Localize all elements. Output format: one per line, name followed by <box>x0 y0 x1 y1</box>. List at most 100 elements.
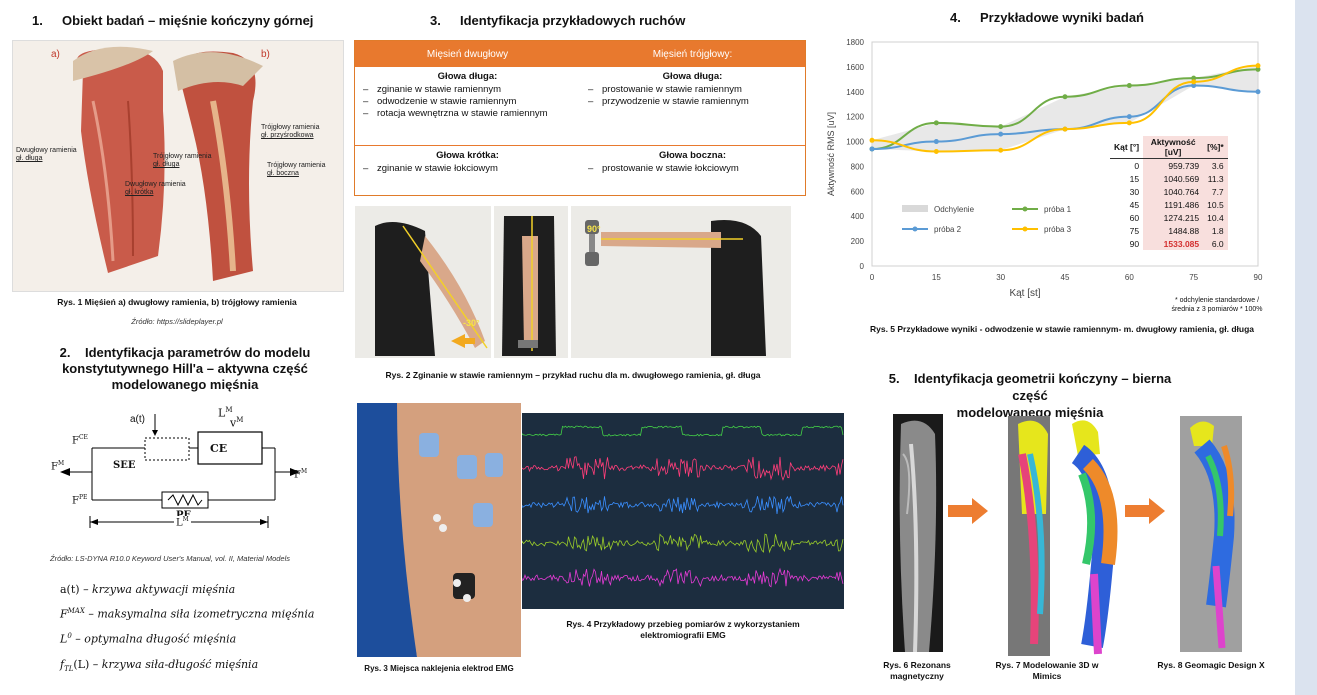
label-activation: a(t) <box>130 414 145 425</box>
label-see: SEE <box>113 460 136 471</box>
cell-activity: 1040.569 <box>1143 172 1204 185</box>
table-footnote: * odchylenie standardowe /średnia z 3 po… <box>1171 297 1263 313</box>
y-tick-label: 1200 <box>846 113 864 122</box>
hill-model-source: Źródło: LS-DYNA R10.0 Keyword User's Man… <box>50 554 290 563</box>
x-tick-label: 30 <box>996 273 1005 282</box>
cell-percent: 10.5 <box>1203 198 1228 211</box>
label-b: b) <box>261 49 270 60</box>
hill-model-diagram: a(t) LM vM FCE CE SEE FM FM FPE PE LM <box>50 400 320 540</box>
legend-label: Odchylenie <box>934 205 975 214</box>
cell-percent: 3.6 <box>1203 158 1228 172</box>
section-number: 4. <box>950 10 961 25</box>
cell-angle: 90 <box>1129 238 1140 249</box>
y-tick-label: 400 <box>851 212 865 221</box>
deviation-band <box>872 65 1258 152</box>
figure-2-caption: Rys. 2 Zginanie w stawie ramiennym – prz… <box>385 370 761 380</box>
photo-neutral <box>494 206 568 358</box>
cell-angle: 45 <box>1129 199 1140 210</box>
label-fm-left: FM <box>51 460 65 473</box>
photo-flexion-minus30: -30° <box>355 206 491 358</box>
label-lm-bottom: LM <box>174 516 191 529</box>
data-point <box>998 147 1004 153</box>
legend-marker <box>1022 206 1028 212</box>
figure-4-caption: Rys. 4 Przykładowy przebieg pomiarów z w… <box>566 619 800 640</box>
data-point <box>1062 126 1068 132</box>
figure-8-caption: Rys. 8 Geomagic Design X <box>1157 660 1265 670</box>
data-point <box>1255 63 1261 69</box>
label-fce: FCE <box>72 434 88 447</box>
section-5-heading: 5. Identyfikacja geometrii kończyny – bi… <box>888 371 1172 420</box>
section-title: Przykładowe wyniki badań <box>980 10 1144 25</box>
emg-trace <box>521 533 844 554</box>
header-triceps: Mięsień trójgłowy: <box>652 48 733 60</box>
legend-label: próba 3 <box>1044 225 1072 234</box>
label-vm: vM <box>230 416 244 430</box>
data-point <box>1062 94 1068 100</box>
emg-trace <box>521 567 844 588</box>
data-point <box>1255 89 1261 95</box>
legend-marker <box>912 226 918 232</box>
cell-triceps-lateral: Głowa boczna: prostowanie w stawie łokci… <box>580 146 805 190</box>
cell-biceps-long: Głowa długa: zginanie w stawie ramiennym… <box>355 67 580 145</box>
col-angle: Kąt [°] <box>1110 136 1144 159</box>
figure-3-caption: Rys. 3 Miejsca naklejenia elektrod EMG <box>364 664 514 673</box>
geomagic-model <box>1180 416 1242 652</box>
y-tick-label: 1600 <box>846 63 864 72</box>
formula-ftl: fTL(L) – krzywa siła-długość mięśnia <box>60 658 259 674</box>
y-tick-label: 800 <box>851 162 865 171</box>
x-tick-label: 0 <box>870 273 875 282</box>
cell-activity: 1191.486 <box>1143 198 1204 211</box>
cell-percent: 7.7 <box>1203 185 1228 198</box>
table-row: Głowa długa: zginanie w stawie ramiennym… <box>355 67 805 145</box>
emg-trace <box>521 495 844 515</box>
x-axis-label: Kąt [st] <box>1009 288 1040 299</box>
y-tick-label: 1400 <box>846 88 864 97</box>
cell-angle: 60 <box>1129 212 1140 223</box>
label-lm: LM <box>218 406 233 420</box>
data-point <box>998 124 1004 130</box>
col-activity: Aktywność [uV] <box>1143 136 1204 159</box>
mimics-3d-model <box>1008 414 1148 656</box>
arrow-right-icon <box>948 498 988 524</box>
data-point <box>1126 83 1132 89</box>
cell-angle: 15 <box>1129 173 1140 184</box>
photo-emg-electrodes <box>357 403 521 657</box>
table-row: Głowa krótka: zginanie w stawie łokciowy… <box>355 145 805 190</box>
data-point <box>869 137 875 143</box>
data-point <box>933 120 939 126</box>
y-tick-label: 200 <box>851 237 865 246</box>
angle-label-minus30: -30° <box>463 318 480 328</box>
cell-activity: 959.739 <box>1143 158 1204 172</box>
section-1-heading: 1.Obiekt badań – mięśnie kończyny górnej <box>32 13 313 28</box>
movements-table: Mięsień dwugłowy Mięsień trójgłowy: Głow… <box>354 40 806 196</box>
section-3-heading: 3.Identyfikacja przykładowych ruchów <box>430 13 685 28</box>
legend-swatch <box>902 205 928 212</box>
figure-1-caption: Rys. 1 Mięśień a) dwugłowy ramienia, b) … <box>57 297 297 307</box>
cell-activity: 1040.764 <box>1143 185 1204 198</box>
section-4-heading: 4. Przykładowe wyniki badań <box>950 10 1144 25</box>
data-point <box>933 139 939 145</box>
label-fm-right: FM <box>294 468 308 481</box>
x-tick-label: 15 <box>932 273 941 282</box>
cell-activity: 1533.085 <box>1143 237 1204 250</box>
header-biceps: Mięsień dwugłowy <box>426 48 509 60</box>
emg-signal-plot <box>521 413 844 609</box>
cell-activity: 1274.215 <box>1143 211 1204 224</box>
data-point <box>1255 66 1261 72</box>
cell-percent: 1.8 <box>1203 224 1228 237</box>
legend-label: próba 2 <box>934 225 962 234</box>
cell-angle: 30 <box>1129 186 1140 197</box>
arrow-right-icon <box>1125 498 1165 524</box>
section-number: 1. <box>32 13 43 28</box>
section-title: Identyfikacja przykładowych ruchów <box>460 13 686 28</box>
col-percent: [%]* <box>1203 136 1228 159</box>
photo-flexion-90: 90° <box>571 206 791 358</box>
